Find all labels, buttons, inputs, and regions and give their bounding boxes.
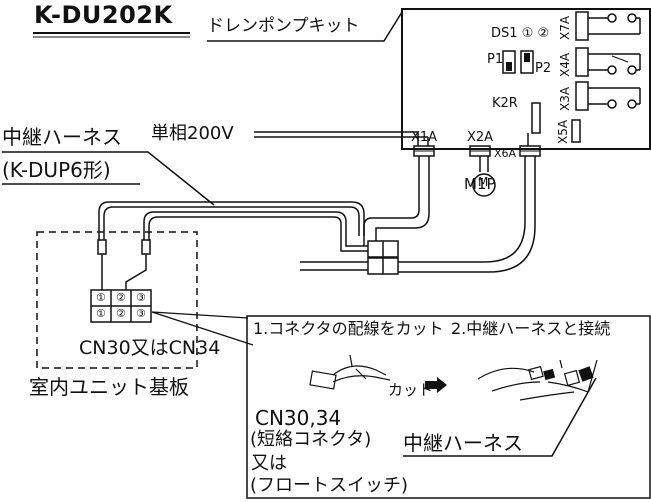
k2r-label: K2R [492,96,518,111]
or-label: 又は [251,453,287,474]
lower-harness [300,261,368,271]
drain-pump-kit-label: ドレンポンプキット [207,16,360,36]
ds1-text: DS1 [491,26,518,41]
connector-x7a [575,11,641,41]
terminal-1-bottom: ① [96,307,106,320]
detail-box [246,315,651,499]
switch-pos1: ① [521,26,534,41]
x1a-label: X1A [411,130,438,145]
relay-harness-2-label: 中継ハーネス [403,431,523,455]
connector-x4a [575,47,641,77]
terminal-wires [97,239,151,290]
connector-x2a [469,145,491,157]
p1-label: P1 [487,52,504,67]
x7a-label: X7A [558,15,572,40]
relay-harness-path [98,201,368,252]
power-lines [254,131,429,146]
terminal-2-bottom: ② [116,307,126,320]
terminal-3-top: ③ [136,291,146,304]
harness2-leader [403,377,597,457]
indoor-board-label: 室内ユニット基板 [29,375,189,399]
p2-label: P2 [535,61,552,76]
title: K-DU202K [34,1,173,29]
connector-label: CN30又はCN34 [79,337,221,359]
x4a-label: X4A [558,52,572,77]
detail-callout-lines [151,311,254,346]
power-supply-label: 単相200V [151,123,234,144]
arrow-right-icon [425,377,447,393]
m1p-label: M1P [464,175,496,193]
harness-connectors [363,236,399,275]
x6a-label: X6A [494,147,517,160]
terminal-block [90,289,152,323]
relay-harness-label: 中継ハーネス [2,125,122,149]
drain-pump-kit-box [401,8,651,150]
step1-label: 1.コネクタの配線をカット [253,319,444,338]
step2-label: 2.中継ハーネスと接続 [451,319,611,338]
connector-x1a [413,145,435,157]
x5a-label: X5A [556,119,570,144]
x2a-label: X2A [467,130,494,145]
relay-k2r [531,102,541,134]
relay-harness-model: (K-DUP6形) [2,158,111,182]
motor-symbol: M [478,175,489,189]
harness-x1a-path [363,156,430,236]
cn3034-label: CN30,34 [255,406,342,430]
float-switch-label: (フロートスイッチ) [250,475,409,496]
x3a-label: X3A [558,86,572,111]
connector-x5a [571,119,581,143]
switch-pos2: ② [537,26,550,41]
cut-label: カット [388,381,434,399]
terminal-1-top: ① [96,291,106,304]
short-connector-label: (短絡コネクタ) [250,429,372,450]
indoor-unit-dashed-box [36,231,198,369]
connector-x6a [519,133,541,157]
connector-x3a [575,81,641,111]
dip-switch [502,50,534,74]
cut-illustration [309,354,391,390]
harness-leader [2,151,215,206]
terminal-3-bottom: ③ [136,307,146,320]
motor-m1p [472,156,496,197]
terminal-2-top: ② [116,291,126,304]
harness-x6a-path [398,156,536,273]
ds1-label: DS1 ① ② [491,27,549,40]
relay-harness-illustration [477,359,598,401]
kit-leader [207,11,403,42]
